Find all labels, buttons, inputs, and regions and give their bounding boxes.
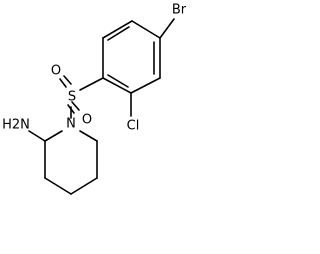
atom-label-amine: H2N: [2, 118, 30, 133]
bond-ring-c5-c6: [130, 77, 161, 94]
atom-label-br: Br: [172, 3, 187, 18]
bond-s-o-top-b: [63, 75, 72, 85]
bond-c6-n: [79, 130, 98, 142]
bond-ring-c4-c5-inner: [107, 74, 129, 88]
benzene-ring: [102, 20, 161, 94]
bond-ring-c4-c5: [102, 77, 132, 94]
bond-s-o-top-a: [59, 78, 67, 88]
bond-ring-c2-c3-inner: [107, 26, 130, 41]
piperidine-ring: [44, 130, 98, 195]
atom-label-cl: Cl: [127, 119, 140, 134]
atom-label-o-bottom: O: [82, 113, 92, 128]
bond-c4-s: [79, 77, 104, 91]
bond-n-c2: [44, 130, 63, 142]
atom-label-n: N: [66, 117, 76, 132]
bond-c2-nh2: [28, 130, 46, 142]
bond-ring-c2-c3: [102, 20, 133, 39]
atom-label-o-top: O: [51, 64, 61, 79]
bond-ring-c1-c2: [131, 20, 161, 39]
molecule-structure: Br Cl S O O N H2N: [2, 3, 187, 195]
sulfonyl-group: [59, 75, 80, 119]
molecule-canvas: Br Cl S O O N H2N: [2, 3, 187, 195]
bond-c3-c4: [44, 177, 72, 195]
bond-c4-c5: [70, 177, 98, 195]
bond-c1-br: [159, 18, 175, 39]
atom-label-s: S: [68, 90, 76, 105]
bond-s-o-bottom-b: [71, 101, 80, 111]
